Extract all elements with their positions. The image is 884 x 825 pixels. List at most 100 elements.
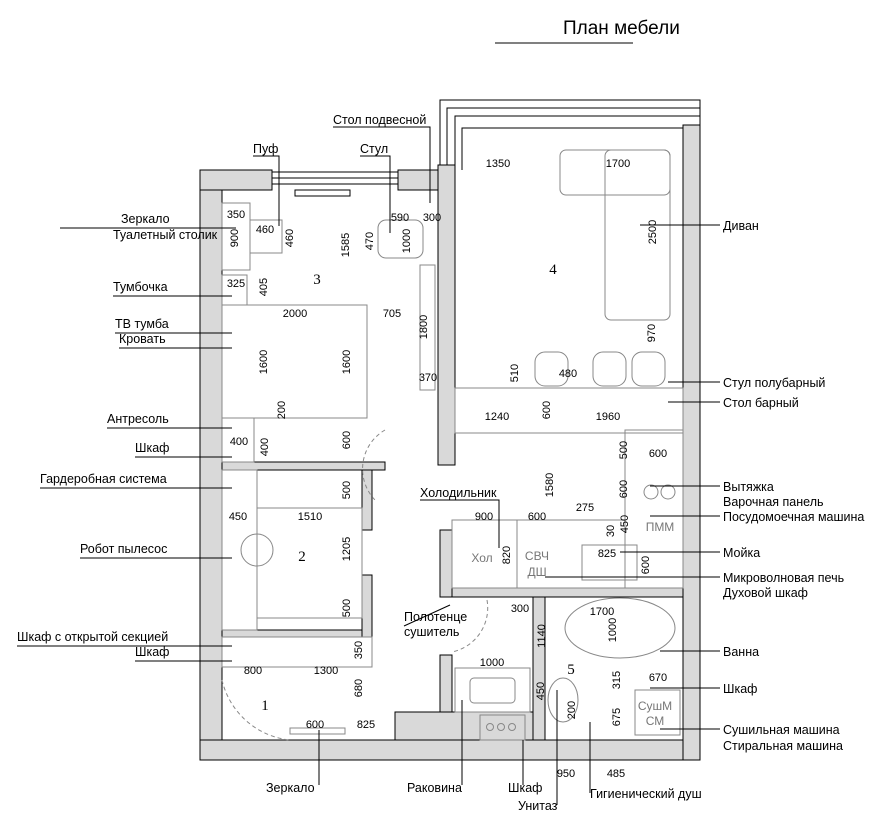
furniture <box>221 149 684 741</box>
dimension-label: 1585 <box>340 233 352 257</box>
dimension-label: 1300 <box>314 665 338 677</box>
left-label: Шкаф <box>135 441 169 455</box>
dimension-label: 510 <box>509 364 521 382</box>
dimension-label: 600 <box>618 480 630 498</box>
bottom-label: Раковина <box>407 781 462 795</box>
left-label: ТВ тумба <box>115 317 169 331</box>
dimension-label: 200 <box>276 401 288 419</box>
dimension-label: 315 <box>611 671 623 689</box>
dimension-label: 400 <box>230 436 248 448</box>
room-number: 3 <box>313 272 321 288</box>
dimension-label: 500 <box>341 599 353 617</box>
leader-line <box>360 155 391 233</box>
dimension-label: 825 <box>598 548 616 560</box>
right-label: Варочная панель <box>723 495 824 509</box>
leader-line <box>253 155 280 226</box>
dimension-label: 970 <box>646 324 658 342</box>
dimension-label: 370 <box>419 372 437 384</box>
left-label: Тумбочка <box>113 280 168 294</box>
left-label: Гардеробная система <box>40 472 167 486</box>
appliance-label: Хол <box>471 551 492 565</box>
top-label: Стол подвесной <box>333 113 426 127</box>
dimension-label: 1510 <box>298 511 322 523</box>
dimension-label: 600 <box>640 556 652 574</box>
dimension-label: 400 <box>259 438 271 456</box>
bottom-label: Зеркало <box>266 781 315 795</box>
balcony-frame <box>272 99 701 197</box>
dimension-label: 600 <box>341 431 353 449</box>
left-label: Шкаф с открытой секцией <box>17 630 168 644</box>
left-label: Антресоль <box>107 412 169 426</box>
dimension-label: 350 <box>353 641 365 659</box>
dimension-label: 350 <box>227 209 245 221</box>
dimension-label: 30 <box>605 525 617 537</box>
room-number: 1 <box>261 698 269 714</box>
top-label: Холодильник <box>420 486 497 500</box>
left-label: Шкаф <box>135 645 169 659</box>
dimension-label: 825 <box>357 719 375 731</box>
dimension-label: 590 <box>391 212 409 224</box>
dimension-label: 450 <box>535 682 547 700</box>
dimension-label: 600 <box>541 401 553 419</box>
bottom-label: Гигиенический душ <box>590 787 702 801</box>
dimension-label: 325 <box>227 278 245 290</box>
dimension-label: 1960 <box>596 411 620 423</box>
leader-line <box>420 499 500 548</box>
dimension-label: 600 <box>306 719 324 731</box>
dimension-label: 470 <box>364 232 376 250</box>
bottom-label: Шкаф <box>508 781 542 795</box>
right-label: Сушильная машина <box>723 723 840 737</box>
dimension-label: 1000 <box>607 618 619 642</box>
dimension-label: 1140 <box>536 624 548 648</box>
appliance-label: СушМ <box>638 699 672 713</box>
dimension-label: 500 <box>618 441 630 459</box>
top-label: Полотенце <box>404 610 467 624</box>
dimension-label: 460 <box>256 224 274 236</box>
dimension-label: 450 <box>619 515 631 533</box>
dimension-label: 600 <box>649 448 667 460</box>
right-label: Стул полубарный <box>723 376 825 390</box>
appliance-label: ДШ <box>527 565 546 579</box>
appliance-label: СВЧ <box>525 549 549 563</box>
dimension-label: 1000 <box>480 657 504 669</box>
dimension-label: 675 <box>611 708 623 726</box>
leader-line <box>403 604 451 627</box>
right-label: Посудомоечная машина <box>723 510 864 524</box>
dimension-label: 485 <box>607 768 625 780</box>
leader-line <box>333 126 431 203</box>
right-label: Стол барный <box>723 396 799 410</box>
dimension-label: 275 <box>576 502 594 514</box>
dimension-label: 1350 <box>486 158 510 170</box>
left-label: Кровать <box>119 332 166 346</box>
dimension-label: 2500 <box>647 220 659 244</box>
room-number: 5 <box>567 662 575 678</box>
bottom-label: Унитаз <box>518 799 558 813</box>
dimension-label: 705 <box>383 308 401 320</box>
dimension-label: 1600 <box>341 350 353 374</box>
dimension-label: 1580 <box>544 473 556 497</box>
dimension-label: 300 <box>423 212 441 224</box>
dimension-label: 670 <box>649 672 667 684</box>
walls <box>199 124 701 761</box>
top-label: Стул <box>360 142 388 156</box>
right-label: Стиральная машина <box>723 739 843 753</box>
appliance-label: ПММ <box>646 520 675 534</box>
dimension-label: 1700 <box>606 158 630 170</box>
dimension-label: 900 <box>229 229 241 247</box>
top-label: Пуф <box>253 142 278 156</box>
right-label: Шкаф <box>723 682 757 696</box>
left-label: Туалетный столик <box>113 228 218 242</box>
right-label: Вытяжка <box>723 480 774 494</box>
dimension-label: 820 <box>501 546 513 564</box>
dimension-label: 450 <box>229 511 247 523</box>
right-label: Духовой шкаф <box>723 586 808 600</box>
dimension-label: 800 <box>244 665 262 677</box>
dimension-label: 1700 <box>590 606 614 618</box>
right-label: Диван <box>723 219 759 233</box>
dimension-label: 1600 <box>258 350 270 374</box>
top-label: сушитель <box>404 625 459 639</box>
appliance-label: СМ <box>646 714 665 728</box>
dimension-label: 900 <box>475 511 493 523</box>
dimension-label: 200 <box>566 701 578 719</box>
